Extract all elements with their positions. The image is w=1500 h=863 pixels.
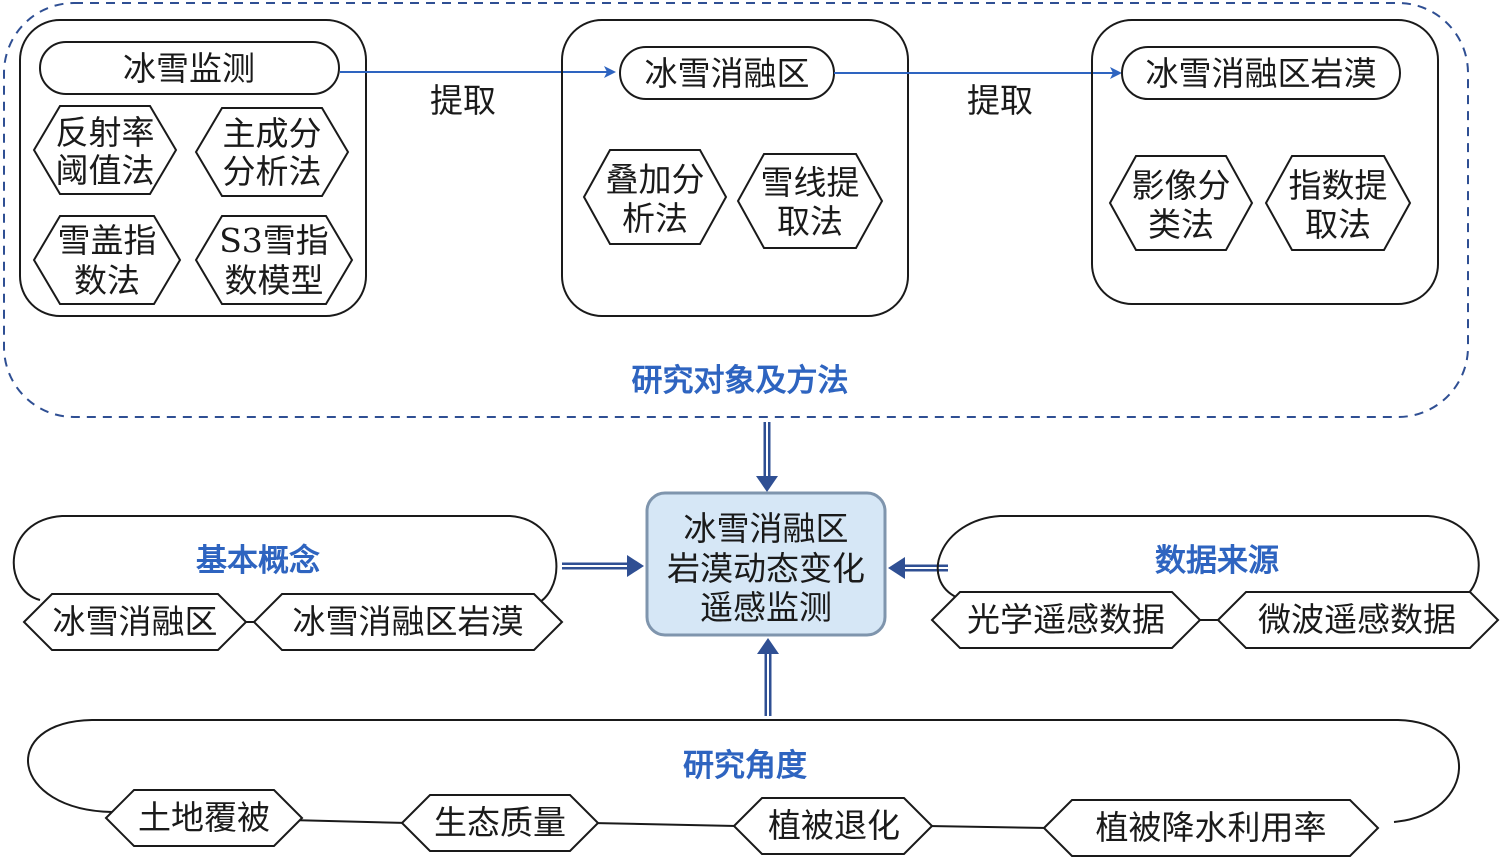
snow-monitor-box [19,19,367,317]
angle-land-cover: 土地覆被 [104,789,304,847]
center-topic-line1: 冰雪消融区 [684,509,849,548]
concept-melt-area-desert: 冰雪消融区岩漠 [252,593,564,651]
angles-connector-2 [591,822,737,827]
arrow-down-to-center [756,422,778,492]
center-topic-line3: 遥感监测 [700,588,832,627]
concept-label: 冰雪消融区岩漠 [293,602,524,641]
center-topic-box [645,491,887,637]
source-label: 微波遥感数据 [1258,600,1456,639]
method-s3-snow-index-model: S3雪指 数模型 [194,215,354,305]
basic-concepts-container [12,515,558,607]
method-label-line1: 反射率 [56,113,155,152]
method-overlay-analysis: 叠加分 析法 [582,149,728,245]
arrow-up-to-center [757,638,779,716]
method-label-line2: 取法 [1305,205,1371,244]
angles-connector-1 [289,819,409,824]
source-label: 光学遥感数据 [967,600,1165,639]
method-snowline-extraction: 雪线提 取法 [736,153,884,249]
snow-monitor-title: 冰雪监测 [123,49,255,88]
melt-desert-box [1091,19,1439,305]
research-methods-group [3,2,1469,418]
arrow-left-to-center [888,557,948,579]
method-label-line1: 指数提 [1289,166,1388,205]
method-label-line2: 数法 [74,261,140,300]
method-label-line2: 数模型 [225,261,324,300]
method-reflectance-threshold: 反射率 阈值法 [32,105,178,195]
angles-connector-3 [927,825,1049,829]
method-label-line1: 叠加分 [606,160,705,199]
research-angles-container [27,719,1460,823]
method-image-classification: 影像分 类法 [1108,155,1254,251]
angle-vegetation-degradation: 植被退化 [732,797,934,855]
method-label-line2: 阈值法 [56,151,155,190]
angle-label: 植被降水利用率 [1096,808,1327,847]
angle-ecological-quality: 生态质量 [400,794,600,852]
method-snow-cover-index: 雪盖指 数法 [32,215,182,305]
method-label-line1: 雪线提 [761,163,860,202]
angle-label: 植被退化 [768,806,900,845]
data-sources-title: 数据来源 [1155,543,1279,579]
concept-label: 冰雪消融区 [53,602,218,641]
method-label-line2: 析法 [622,199,688,238]
research-angles-title: 研究角度 [683,748,807,784]
source-microwave: 微波遥感数据 [1216,591,1500,649]
basic-concepts-title: 基本概念 [196,543,320,579]
angle-precipitation-use-efficiency: 植被降水利用率 [1042,799,1380,857]
method-label-line1: S3雪指 [219,221,329,260]
section-title: 研究对象及方法 [632,363,849,399]
data-sources-container [936,515,1480,603]
angle-label: 生态质量 [434,803,566,842]
method-label-line2: 类法 [1148,205,1214,244]
extract-label-1: 提取 [430,81,496,120]
concept-melt-area: 冰雪消融区 [22,593,248,651]
melt-desert-title-pill [1121,46,1401,100]
center-topic-line2: 岩漠动态变化 [667,549,865,588]
melt-desert-title: 冰雪消融区岩漠 [1146,54,1377,93]
method-label-line2: 取法 [777,202,843,241]
method-index-extraction: 指数提 取法 [1264,155,1412,251]
angle-label: 土地覆被 [138,798,270,837]
method-label-line1: 主成分 [223,114,322,153]
source-optical: 光学遥感数据 [930,591,1202,649]
method-label-line1: 雪盖指 [58,221,157,260]
arrow-right-to-center [562,555,644,577]
melt-area-title: 冰雪消融区 [645,54,810,93]
extract-label-2: 提取 [967,81,1033,120]
method-label-line1: 影像分 [1132,166,1231,205]
method-label-line2: 分析法 [223,152,322,191]
snow-monitor-title-pill [39,41,340,95]
melt-area-box [561,19,909,317]
method-pca: 主成分 分析法 [194,107,350,197]
